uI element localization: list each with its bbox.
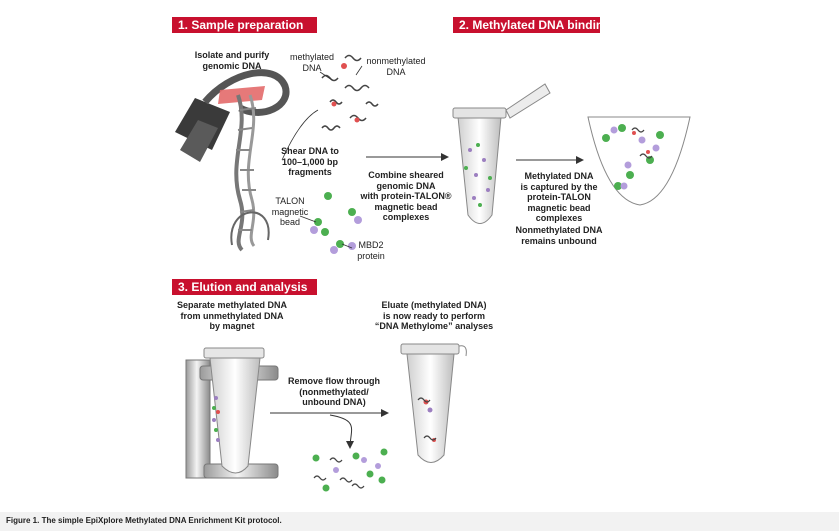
talon-bead-label: TALON magnetic bead [271, 196, 309, 227]
unbound-label: Nonmethylated DNA remains unbound [515, 225, 603, 246]
mbd2-protein [330, 246, 338, 254]
talon-bead [321, 228, 329, 236]
shear-pointer-line [281, 109, 319, 161]
tube-contents [468, 148, 490, 200]
dna-fragment [321, 125, 341, 131]
talon-bead [314, 218, 322, 226]
dna-fragments-group [321, 54, 379, 131]
captured-label: Methylated DNA is captured by the protei… [520, 171, 598, 223]
step1-header: 1. Sample preparation [172, 17, 317, 33]
separate-label: Separate methylated DNA from unmethylate… [176, 300, 288, 331]
tube-tip-magnified [587, 116, 691, 206]
methylated-pointer-line [319, 71, 333, 81]
remove-flow-label: Remove flow through (nonmethylated/ unbo… [288, 376, 380, 407]
eluate-label: Eluate (methylated DNA) is now ready to … [374, 300, 494, 331]
dna-fragment [344, 84, 370, 92]
tube-step2 [452, 83, 551, 224]
dna-fragment [365, 101, 379, 107]
figure-panel: 1. Sample preparation 2. Methylated DNA … [0, 0, 839, 512]
tube-eluate [400, 343, 467, 463]
flow-through-fragments [312, 448, 388, 492]
dna-helix-illustration [175, 69, 290, 252]
methylated-dna-label: methylated DNA [289, 52, 335, 73]
combine-label: Combine sheared genomic DNA with protein… [360, 170, 452, 222]
figure-caption: Figure 1. The simple EpiXplore Methylate… [6, 516, 282, 525]
dna-fragment [344, 54, 362, 62]
bead-complexes-step1 [310, 192, 362, 254]
shear-label: Shear DNA to 100–1,000 bp fragments [281, 146, 339, 177]
methyl-marks [331, 63, 360, 123]
mbd2-protein-label: MBD2 protein [357, 240, 385, 261]
mbd2-protein [354, 216, 362, 224]
magnetic-stand [185, 347, 279, 479]
nonmethylated-dna-label: nonmethylated DNA [366, 56, 426, 77]
dna-fragment [321, 74, 339, 82]
nonmethylated-pointer-line [355, 65, 363, 76]
talon-pointer-line [299, 215, 317, 223]
isolate-label: Isolate and purify genomic DNA [194, 50, 270, 71]
arrow-flow-through [329, 414, 355, 449]
mbd2-pointer-line [341, 243, 353, 249]
talon-bead [336, 240, 344, 248]
dna-fragment [329, 99, 343, 105]
talon-bead [348, 208, 356, 216]
step2-header: 2. Methylated DNA binding [453, 17, 611, 33]
talon-bead [324, 192, 332, 200]
mbd2-protein [348, 242, 356, 250]
step3-header: 3. Elution and analysis [172, 279, 317, 295]
mbd2-protein [310, 226, 318, 234]
protocol-diagram [175, 54, 691, 492]
